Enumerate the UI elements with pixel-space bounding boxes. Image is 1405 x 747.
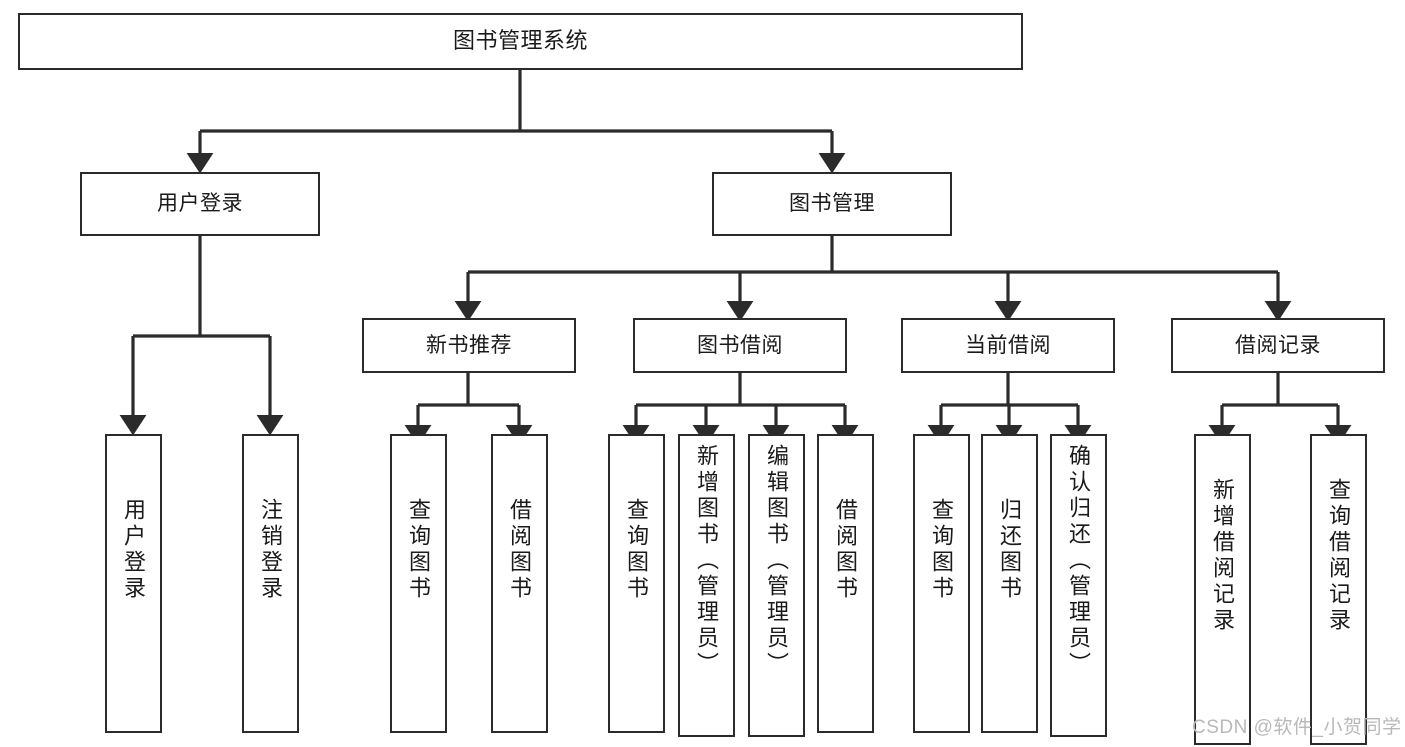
node-label: 图书借阅 bbox=[697, 333, 783, 357]
leaf-query-book-recommend[interactable]: 查询图书 bbox=[390, 434, 447, 733]
node-label: 新增图书（管理员） bbox=[694, 444, 720, 678]
node-label: 图书管理 bbox=[789, 192, 875, 216]
leaf-return-book[interactable]: 归还图书 bbox=[981, 434, 1038, 733]
leaf-logout-login[interactable]: 注销登录 bbox=[242, 434, 299, 733]
csdn-watermark: CSDN @软件_小贺同学 bbox=[1192, 717, 1402, 738]
node-borrow-record[interactable]: 借阅记录 bbox=[1171, 318, 1385, 373]
node-label: 用户登录 bbox=[157, 192, 243, 216]
node-label: 借阅图书 bbox=[833, 498, 859, 602]
leaf-query-borrow-record[interactable]: 查询借阅记录 bbox=[1310, 434, 1367, 745]
node-label: 查询图书 bbox=[929, 498, 955, 602]
node-label: 当前借阅 bbox=[965, 333, 1051, 357]
node-new-book-recommend[interactable]: 新书推荐 bbox=[362, 318, 576, 373]
node-label: 查询图书 bbox=[624, 498, 650, 602]
leaf-confirm-return-admin[interactable]: 确认归还（管理员） bbox=[1050, 434, 1107, 737]
node-label: 图书管理系统 bbox=[452, 28, 588, 54]
leaf-query-book-borrow[interactable]: 查询图书 bbox=[608, 434, 665, 733]
leaf-borrow-book-recommend[interactable]: 借阅图书 bbox=[491, 434, 548, 733]
node-label: 借阅图书 bbox=[507, 498, 533, 602]
leaf-edit-book-admin[interactable]: 编辑图书（管理员） bbox=[748, 434, 805, 737]
node-label: 归还图书 bbox=[997, 498, 1023, 602]
leaf-add-borrow-record[interactable]: 新增借阅记录 bbox=[1194, 434, 1251, 745]
node-label: 借阅记录 bbox=[1235, 333, 1321, 357]
node-label: 新书推荐 bbox=[426, 333, 512, 357]
node-book-borrow[interactable]: 图书借阅 bbox=[633, 318, 847, 373]
node-label: 注销登录 bbox=[258, 498, 284, 602]
node-root-book-management-system[interactable]: 图书管理系统 bbox=[18, 13, 1023, 70]
node-user-login[interactable]: 用户登录 bbox=[80, 172, 320, 236]
node-label: 查询借阅记录 bbox=[1326, 478, 1352, 634]
leaf-query-book-current[interactable]: 查询图书 bbox=[913, 434, 970, 733]
node-label: 查询图书 bbox=[406, 498, 432, 602]
node-book-manage[interactable]: 图书管理 bbox=[712, 172, 952, 236]
node-current-borrow[interactable]: 当前借阅 bbox=[901, 318, 1115, 373]
leaf-add-book-admin[interactable]: 新增图书（管理员） bbox=[678, 434, 735, 737]
node-label: 用户登录 bbox=[121, 498, 147, 602]
node-label: 新增借阅记录 bbox=[1210, 478, 1236, 634]
node-label: 编辑图书（管理员） bbox=[764, 444, 790, 678]
node-label: 确认归还（管理员） bbox=[1066, 444, 1092, 678]
leaf-user-login[interactable]: 用户登录 bbox=[105, 434, 162, 733]
leaf-borrow-book-borrow[interactable]: 借阅图书 bbox=[817, 434, 874, 733]
